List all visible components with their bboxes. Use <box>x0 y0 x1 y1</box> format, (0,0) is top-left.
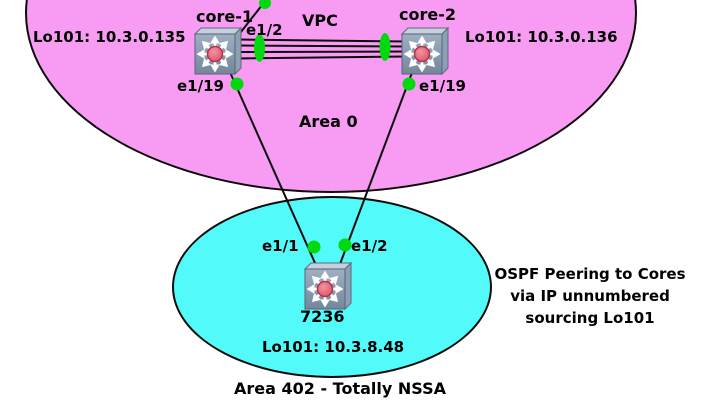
core2-loopback-label: Lo101: 10.3.0.136 <box>465 28 618 46</box>
vpc-port-indicator-right <box>379 33 391 61</box>
annotation-line3: sourcing Lo101 <box>525 309 655 327</box>
core2-switch-icon <box>400 26 450 76</box>
core1-switch-icon <box>193 26 243 76</box>
core2-e119-endpoint-dot <box>402 77 416 91</box>
sw7236-e12-interface-label: e1/2 <box>351 237 388 255</box>
annotation-line1: OSPF Peering to Cores <box>494 265 686 283</box>
core2-7236-link-line <box>336 69 414 273</box>
core2-e119-interface-label: e1/19 <box>419 77 466 95</box>
7236-loopback-label: Lo101: 10.3.8.48 <box>262 338 405 356</box>
vpc-link-lines <box>237 38 407 60</box>
annotation-line2: via IP unnumbered <box>510 287 670 305</box>
core2-name-label: core-2 <box>399 5 456 24</box>
7236-name-label: 7236 <box>300 307 345 326</box>
core1-7236-link-line <box>228 69 320 273</box>
ospf-peering-annotation: OSPF Peering to Cores via IP unnumbered … <box>489 263 691 329</box>
7236-switch-icon <box>303 261 353 311</box>
sw7236-e11-endpoint-dot <box>307 240 321 254</box>
core1-vpc-interface-label: e1/2 <box>246 21 283 39</box>
sw7236-e11-interface-label: e1/1 <box>262 237 299 255</box>
vpc-port-indicator-left <box>254 34 265 62</box>
vpc-link-label: VPC <box>302 11 338 30</box>
core1-name-label: core-1 <box>196 7 253 26</box>
core1-uplink-endpoint-dot <box>259 0 271 9</box>
core1-e119-interface-label: e1/19 <box>177 77 224 95</box>
core1-loopback-label: Lo101: 10.3.0.135 <box>33 28 186 46</box>
sw7236-e12-endpoint-dot <box>338 238 352 252</box>
area0-label: Area 0 <box>299 112 358 131</box>
core1-e119-endpoint-dot <box>230 77 244 91</box>
area402-label: Area 402 - Totally NSSA <box>234 379 446 398</box>
